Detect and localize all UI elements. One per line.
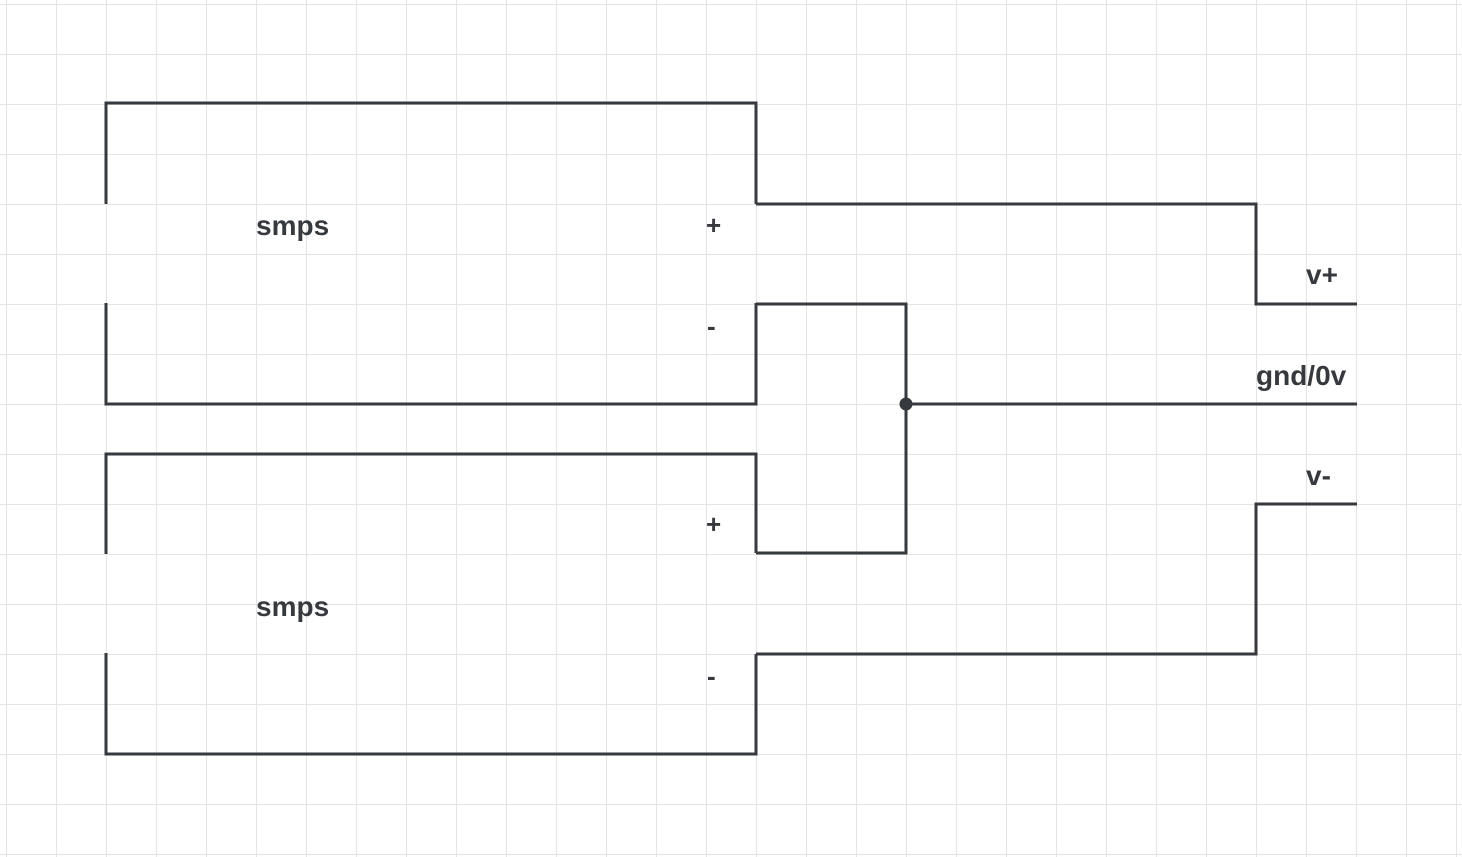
upper-smps-box-bottom[interactable] [104, 303, 758, 406]
lower-negative-terminal-label: - [707, 661, 716, 691]
junction-dot [899, 397, 913, 411]
upper-negative-terminal-label: - [707, 311, 716, 341]
upper-positive-terminal-label: + [706, 210, 722, 240]
upper-smps-box-top[interactable] [104, 101, 758, 204]
output-negative-label: v- [1306, 460, 1331, 491]
wire-lower-positive-to-common[interactable] [756, 404, 908, 555]
upper-smps-label: smps [256, 210, 330, 241]
lower-smps-box-top[interactable] [104, 452, 758, 554]
lower-smps-box-bottom[interactable] [104, 653, 758, 756]
lower-positive-terminal-label: + [706, 509, 722, 539]
output-ground-label: gnd/0v [1256, 360, 1347, 391]
output-positive-label: v+ [1306, 259, 1338, 290]
wire-positive-output[interactable] [756, 202, 1357, 306]
wire-negative-output[interactable] [756, 502, 1357, 656]
lower-smps-label: smps [256, 591, 330, 622]
wire-upper-negative-to-common[interactable] [756, 302, 908, 404]
